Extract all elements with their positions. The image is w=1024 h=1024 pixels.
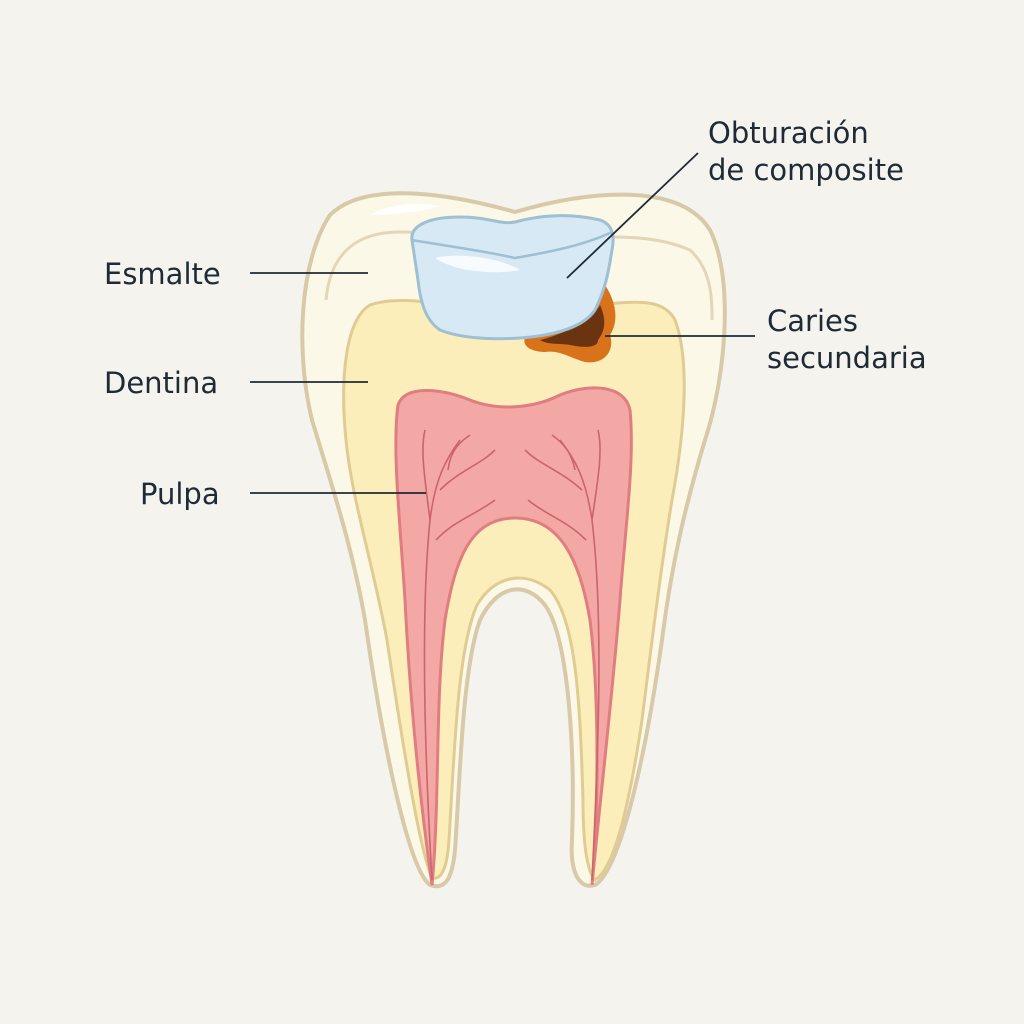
label-caries-line2: secundaria — [767, 341, 927, 375]
label-enamel: Esmalte — [104, 257, 221, 291]
label-filling-line2: de composite — [708, 153, 904, 187]
pulp — [394, 386, 633, 886]
filling-top-edge — [411, 230, 613, 260]
filling-leader — [566, 152, 699, 279]
secondary-caries-core — [540, 305, 605, 347]
label-dentin: Dentina — [104, 366, 218, 400]
label-filling-line1: Obturación — [708, 116, 869, 150]
filling-highlight — [435, 255, 520, 273]
blood-vessels — [422, 429, 601, 881]
label-caries-line1: Caries — [767, 304, 858, 338]
composite-filling — [410, 214, 615, 341]
label-pulp: Pulpa — [140, 477, 220, 511]
enamel-highlight — [370, 203, 440, 215]
